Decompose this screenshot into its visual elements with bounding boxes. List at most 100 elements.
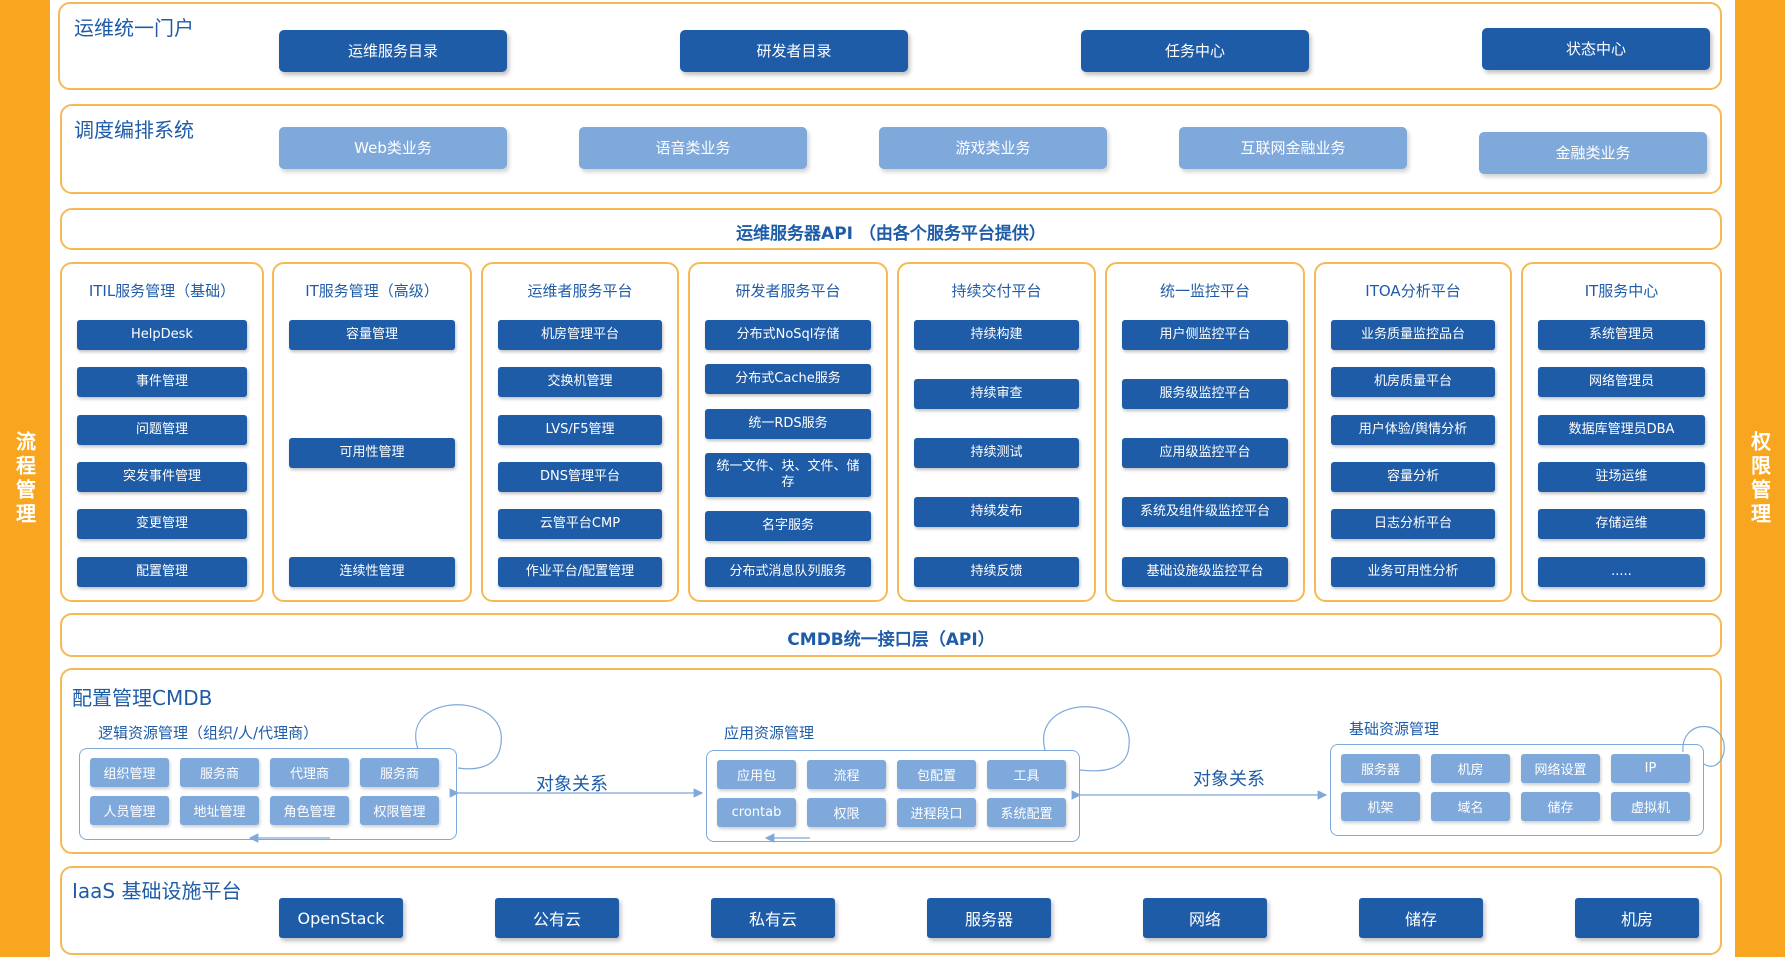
itoa-availability[interactable]: 业务可用性分析	[1331, 557, 1495, 587]
itsc-dba[interactable]: 数据库管理员DBA	[1538, 415, 1705, 445]
app-permission[interactable]: 权限	[807, 798, 886, 827]
itil-emergency[interactable]: 突发事件管理	[77, 462, 247, 492]
base-vm[interactable]: 虚拟机	[1611, 792, 1690, 821]
mon-service[interactable]: 服务级监控平台	[1122, 379, 1288, 409]
platform-ops-service-title: 运维者服务平台	[527, 282, 633, 300]
portal-item-dev-catalog[interactable]: 研发者目录	[680, 30, 908, 72]
base-ip[interactable]: IP	[1611, 754, 1690, 783]
itil-problem[interactable]: 问题管理	[77, 415, 247, 445]
ops-datacenter[interactable]: 机房管理平台	[498, 320, 662, 350]
mon-infra[interactable]: 基础设施级监控平台	[1122, 557, 1288, 587]
ops-switch[interactable]: 交换机管理	[498, 367, 662, 397]
logical-agent[interactable]: 代理商	[270, 758, 349, 787]
process-management-bar: 流程管理	[0, 0, 50, 957]
base-network[interactable]: 网络设置	[1521, 754, 1600, 783]
itil-helpdesk[interactable]: HelpDesk	[77, 320, 247, 350]
iaas-server[interactable]: 服务器	[927, 898, 1051, 938]
dev-naming[interactable]: 名字服务	[705, 511, 871, 541]
dev-mq[interactable]: 分布式消息队列服务	[705, 557, 871, 587]
dev-cache[interactable]: 分布式Cache服务	[705, 364, 871, 394]
portal-item-task-center[interactable]: 任务中心	[1081, 30, 1309, 72]
ops-lvs-f5[interactable]: LVS/F5管理	[498, 415, 662, 445]
biz-internet-finance[interactable]: 互联网金融业务	[1179, 127, 1407, 169]
platform-monitoring-title: 统一监控平台	[1159, 282, 1250, 300]
itoa-log[interactable]: 日志分析平台	[1331, 509, 1495, 539]
itoa-capacity[interactable]: 容量分析	[1331, 462, 1495, 492]
base-storage[interactable]: 储存	[1521, 792, 1600, 821]
base-rack[interactable]: 机架	[1341, 792, 1420, 821]
iaas-private-cloud[interactable]: 私有云	[711, 898, 835, 938]
mon-user[interactable]: 用户侧监控平台	[1122, 320, 1288, 350]
iaas-datacenter[interactable]: 机房	[1575, 898, 1699, 938]
iaas-network[interactable]: 网络	[1143, 898, 1267, 938]
biz-voice[interactable]: 语音类业务	[579, 127, 807, 169]
process-management-label: 流程管理	[12, 430, 37, 527]
ops-dns[interactable]: DNS管理平台	[498, 462, 662, 492]
app-port[interactable]: 进程段口	[897, 798, 976, 827]
itoa-dc-quality[interactable]: 机房质量平台	[1331, 367, 1495, 397]
base-datacenter[interactable]: 机房	[1431, 754, 1510, 783]
itsc-netadmin[interactable]: 网络管理员	[1538, 367, 1705, 397]
relation-label-1: 对象关系	[536, 774, 608, 795]
itadv-capacity[interactable]: 容量管理	[289, 320, 455, 350]
platform-it-service-center-title: IT服务中心	[1584, 282, 1659, 300]
platform-dev-service: 研发者服务平台 分布式NoSql存储 分布式Cache服务 统一RDS服务 统一…	[688, 262, 888, 602]
portal-item-status-center[interactable]: 状态中心	[1482, 28, 1710, 70]
dev-storage[interactable]: 统一文件、块、文件、储存	[705, 453, 871, 497]
biz-finance[interactable]: 金融类业务	[1479, 132, 1707, 174]
base-server[interactable]: 服务器	[1341, 754, 1420, 783]
itadv-continuity[interactable]: 连续性管理	[289, 557, 455, 587]
itil-incident[interactable]: 事件管理	[77, 367, 247, 397]
itsc-storage[interactable]: 存储运维	[1538, 509, 1705, 539]
platform-itoa-title: ITOA分析平台	[1365, 282, 1461, 300]
cd-release[interactable]: 持续发布	[914, 497, 1079, 527]
platform-itil-basic-title: ITIL服务管理（基础）	[88, 282, 236, 300]
biz-web[interactable]: Web类业务	[279, 127, 507, 169]
platform-cd: 持续交付平台 持续构建 持续审查 持续测试 持续发布 持续反馈	[897, 262, 1096, 602]
iaas-title: IaaS 基础设施平台	[72, 879, 242, 903]
iaas-public-cloud[interactable]: 公有云	[495, 898, 619, 938]
app-process[interactable]: 流程	[807, 760, 886, 789]
logical-provider[interactable]: 服务商	[180, 758, 259, 787]
iaas-openstack[interactable]: OpenStack	[279, 898, 403, 938]
cmdb-base-title: 基础资源管理	[1349, 720, 1440, 738]
ops-cmp[interactable]: 云管平台CMP	[498, 509, 662, 539]
portal-section: 运维统一门户 运维服务目录 研发者目录 任务中心 状态中心	[58, 2, 1722, 90]
dev-nosql[interactable]: 分布式NoSql存储	[705, 320, 871, 350]
platform-it-advanced-title: IT服务管理（高级）	[305, 282, 439, 300]
logical-provider-2[interactable]: 服务商	[360, 758, 439, 787]
app-sysconfig[interactable]: 系统配置	[987, 798, 1066, 827]
biz-game[interactable]: 游戏类业务	[879, 127, 1107, 169]
base-domain[interactable]: 域名	[1431, 792, 1510, 821]
app-tool[interactable]: 工具	[987, 760, 1066, 789]
platform-monitoring: 统一监控平台 用户侧监控平台 服务级监控平台 应用级监控平台 系统及组件级监控平…	[1105, 262, 1305, 602]
platform-cd-title: 持续交付平台	[951, 282, 1042, 300]
cd-build[interactable]: 持续构建	[914, 320, 1079, 350]
itadv-availability[interactable]: 可用性管理	[289, 438, 455, 468]
cd-feedback[interactable]: 持续反馈	[914, 557, 1079, 587]
logical-role[interactable]: 角色管理	[270, 796, 349, 825]
itil-config[interactable]: 配置管理	[77, 557, 247, 587]
logical-people[interactable]: 人员管理	[90, 796, 169, 825]
logical-address[interactable]: 地址管理	[180, 796, 259, 825]
itoa-biz-quality[interactable]: 业务质量监控品台	[1331, 320, 1495, 350]
cd-test[interactable]: 持续测试	[914, 438, 1079, 468]
app-crontab[interactable]: crontab	[717, 798, 796, 827]
logical-org[interactable]: 组织管理	[90, 758, 169, 787]
itsc-onsite[interactable]: 驻场运维	[1538, 462, 1705, 492]
iaas-storage[interactable]: 储存	[1359, 898, 1483, 938]
app-package-config[interactable]: 包配置	[897, 760, 976, 789]
cmdb-app-title: 应用资源管理	[724, 724, 815, 742]
logical-permission[interactable]: 权限管理	[360, 796, 439, 825]
itsc-more[interactable]: .....	[1538, 557, 1705, 587]
dev-rds[interactable]: 统一RDS服务	[705, 409, 871, 439]
itsc-sysadmin[interactable]: 系统管理员	[1538, 320, 1705, 350]
itoa-ux[interactable]: 用户体验/舆情分析	[1331, 415, 1495, 445]
ops-job-config[interactable]: 作业平台/配置管理	[498, 557, 662, 587]
mon-system[interactable]: 系统及组件级监控平台	[1122, 497, 1288, 527]
app-package[interactable]: 应用包	[717, 760, 796, 789]
portal-item-ops-catalog[interactable]: 运维服务目录	[279, 30, 507, 72]
mon-application[interactable]: 应用级监控平台	[1122, 438, 1288, 468]
itil-change[interactable]: 变更管理	[77, 509, 247, 539]
cd-review[interactable]: 持续审查	[914, 379, 1079, 409]
